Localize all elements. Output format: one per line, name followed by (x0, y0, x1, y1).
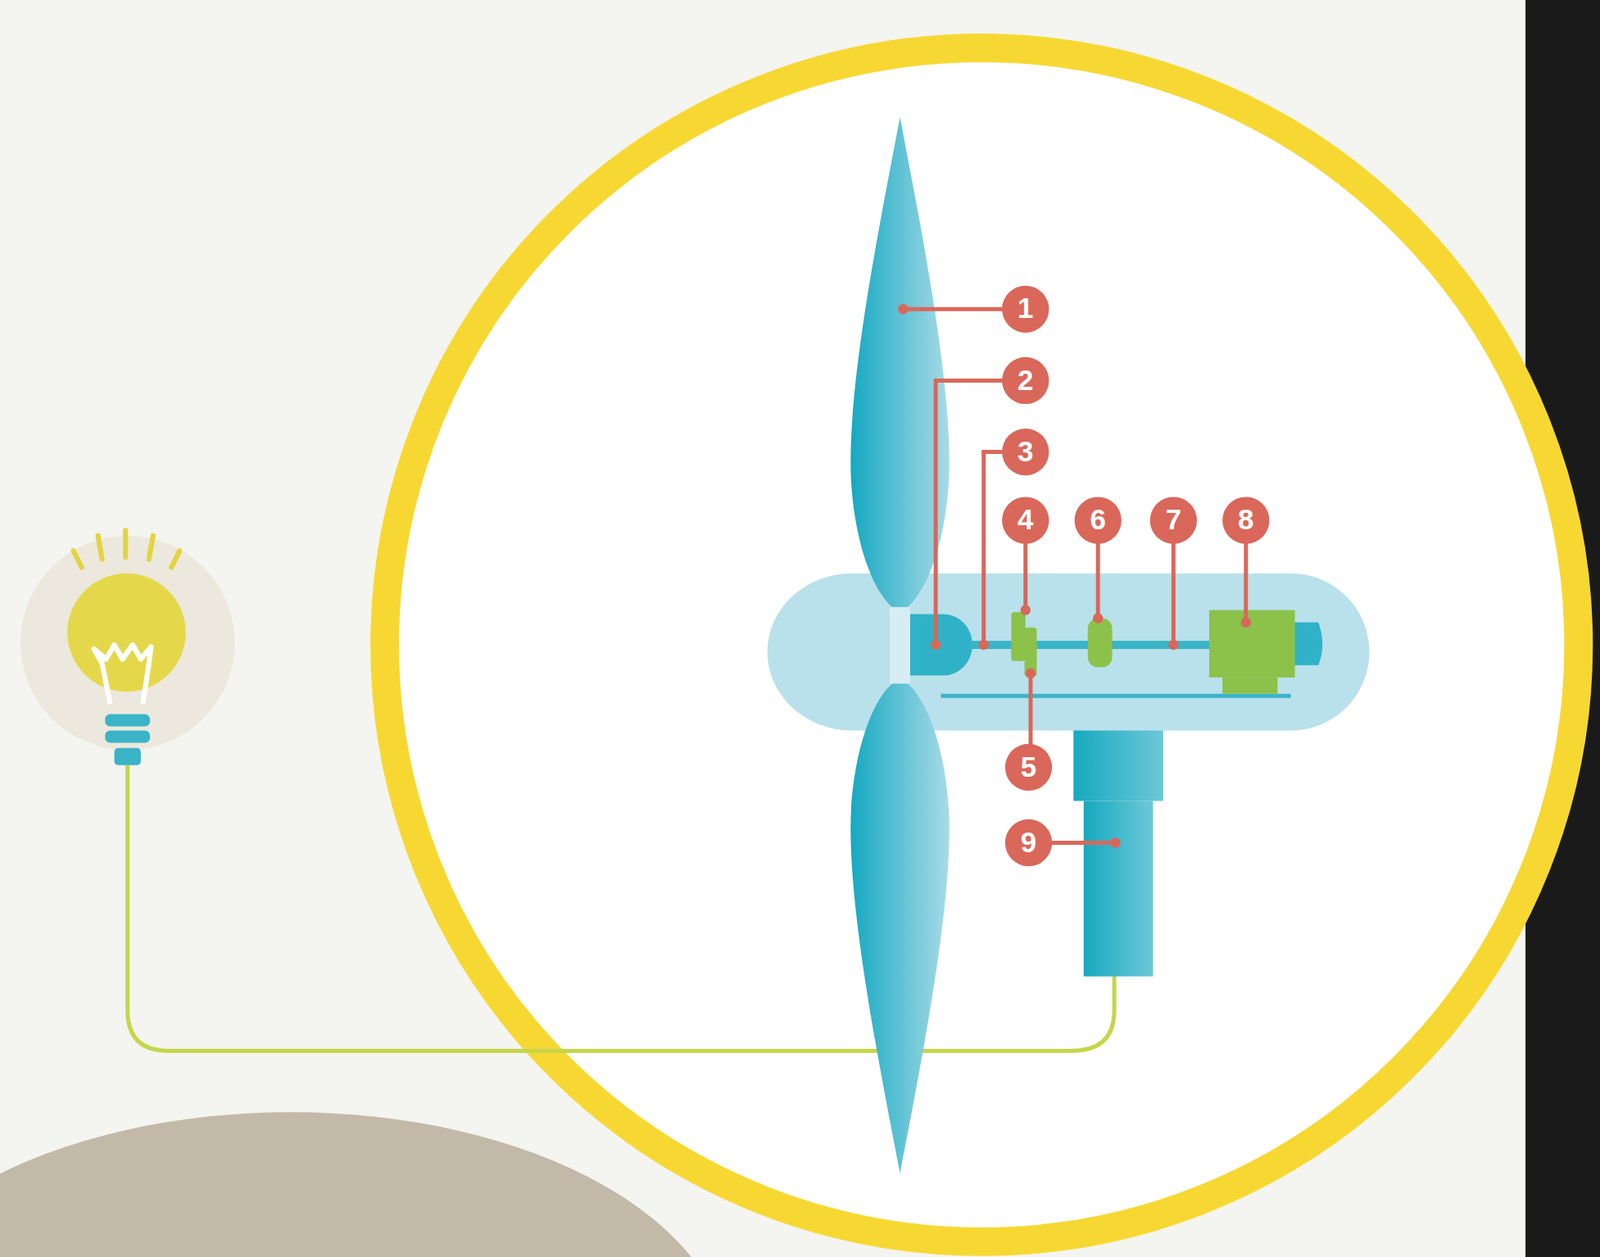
hub (910, 614, 973, 676)
callout-number: 7 (1151, 498, 1197, 544)
nacelle (767, 573, 1370, 731)
callout-number: 2 (1002, 358, 1048, 404)
zoom-circle (385, 48, 1579, 1242)
callout-number: 9 (1006, 820, 1052, 866)
bulb-filament (94, 644, 152, 704)
callout-number: 5 (1006, 744, 1052, 790)
callout-number: 6 (1075, 498, 1121, 544)
generator-mount (1222, 677, 1278, 694)
callout-number: 3 (1002, 429, 1048, 475)
gear (1010, 611, 1025, 662)
bulb-base (104, 714, 150, 766)
rotor-root (889, 607, 911, 684)
leader-lines (902, 308, 1246, 843)
nacelle-floor (940, 693, 1291, 699)
blade (850, 678, 949, 1174)
brake (1087, 618, 1113, 668)
callout-number: 4 (1002, 498, 1048, 544)
bulb-glow (20, 535, 236, 750)
callout-number: 8 (1223, 498, 1269, 544)
leader-dots (897, 303, 1251, 848)
bulb-rays (73, 530, 181, 567)
generator-end (1291, 622, 1324, 666)
tower (1083, 800, 1154, 976)
bulb-glass (67, 573, 186, 692)
callout-circles (1001, 285, 1270, 866)
generator (1209, 610, 1296, 678)
power-wire (127, 678, 1254, 1051)
callout-number: 1 (1002, 286, 1048, 332)
